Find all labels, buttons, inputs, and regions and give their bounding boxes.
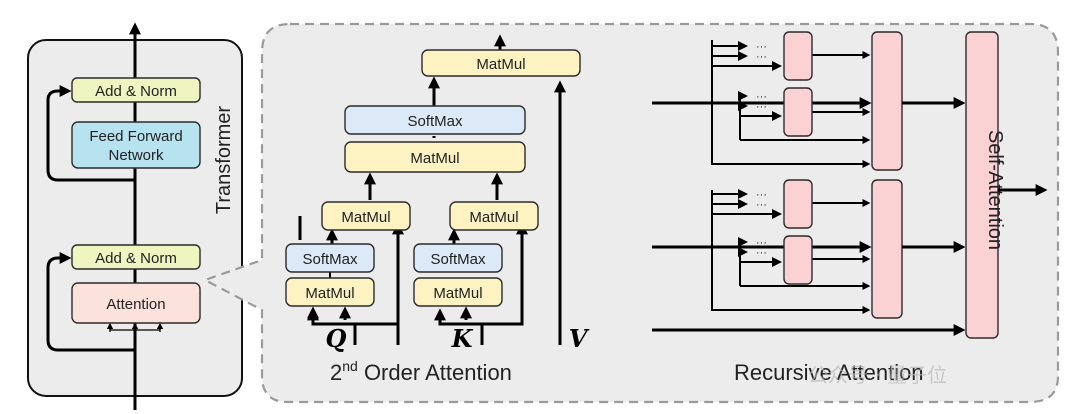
recursive-caption: Recursive Attention (734, 360, 924, 385)
feed-forward-label-line2: Network (108, 147, 164, 164)
caption-superscript: nd (342, 358, 358, 374)
transformer-title: Transformer (213, 106, 235, 215)
matmul-right-low-label: MatMul (433, 285, 482, 302)
softmax-mid-box (344, 105, 526, 135)
k-symbol: K (451, 324, 474, 353)
inner-attn-box-3 (783, 179, 813, 229)
caption-rest: Order Attention (358, 360, 512, 385)
mid-attn-box-1 (871, 31, 903, 171)
softmax-right-box (413, 243, 503, 273)
matmul-right-label: MatMul (469, 209, 518, 226)
transformer-panel: Add & Norm Feed Forward Network Add & No… (27, 22, 243, 410)
attention-box (71, 282, 201, 324)
mid-attn-box-2 (871, 179, 903, 319)
add-norm-top-label: Add & Norm (95, 83, 177, 100)
residual-loop-bottom (46, 252, 135, 352)
add-norm-bottom-label: Add & Norm (95, 250, 177, 267)
ellipsis-2c: ··· (756, 237, 767, 249)
matmul-top-label: MatMul (476, 56, 525, 73)
v-symbol: V (569, 324, 590, 353)
ellipsis-1b: ··· (756, 51, 767, 63)
matmul-left-label: MatMul (341, 209, 390, 226)
matmul-right-low-box (413, 277, 503, 307)
attention-label: Attention (106, 296, 165, 313)
ellipsis-1d: ··· (756, 101, 767, 113)
watermark: 公众号 · 量子位 (808, 363, 947, 387)
matmul-left-box (321, 201, 411, 231)
second-order-attention: MatMul SoftMax MatMul MatMul MatMul Soft… (285, 34, 590, 385)
right-branch-skip-arrow (482, 222, 528, 326)
q-symbol: Q (326, 324, 347, 353)
ellipsis-2a: ··· (756, 189, 767, 201)
matmul-left-low-label: MatMul (305, 285, 354, 302)
inner-attn-box-1 (783, 31, 813, 81)
matmul-top-box (421, 49, 581, 77)
self-attention-box (965, 31, 999, 339)
softmax-mid-label: SoftMax (407, 113, 463, 130)
self-attention-label: Self-Attention (984, 130, 1006, 250)
ellipsis-2b: ··· (756, 199, 767, 211)
recursive-attention: ··· ··· ··· ··· ··· ··· ··· ··· S (652, 31, 1048, 385)
matmul-mid-box (344, 141, 526, 173)
feed-forward-box (71, 121, 201, 169)
residual-loop-top (46, 85, 135, 182)
ellipsis-2d: ··· (756, 247, 767, 259)
ellipsis-1c: ··· (756, 91, 767, 103)
second-order-caption: 2nd Order Attention (330, 358, 512, 385)
add-norm-top-box (71, 77, 201, 103)
feed-forward-label-line1: Feed Forward (89, 128, 182, 145)
matmul-left-low-box (285, 277, 375, 307)
softmax-left-label: SoftMax (302, 251, 358, 268)
softmax-left-box (285, 243, 375, 273)
matmul-right-box (449, 201, 539, 231)
inner-attn-box-4 (783, 235, 813, 285)
inner-attn-box-2 (783, 87, 813, 137)
caption-number: 2 (330, 360, 342, 385)
matmul-mid-label: MatMul (410, 150, 459, 167)
add-norm-bottom-box (71, 244, 201, 270)
ellipsis-1a: ··· (756, 41, 767, 53)
softmax-right-label: SoftMax (430, 251, 486, 268)
